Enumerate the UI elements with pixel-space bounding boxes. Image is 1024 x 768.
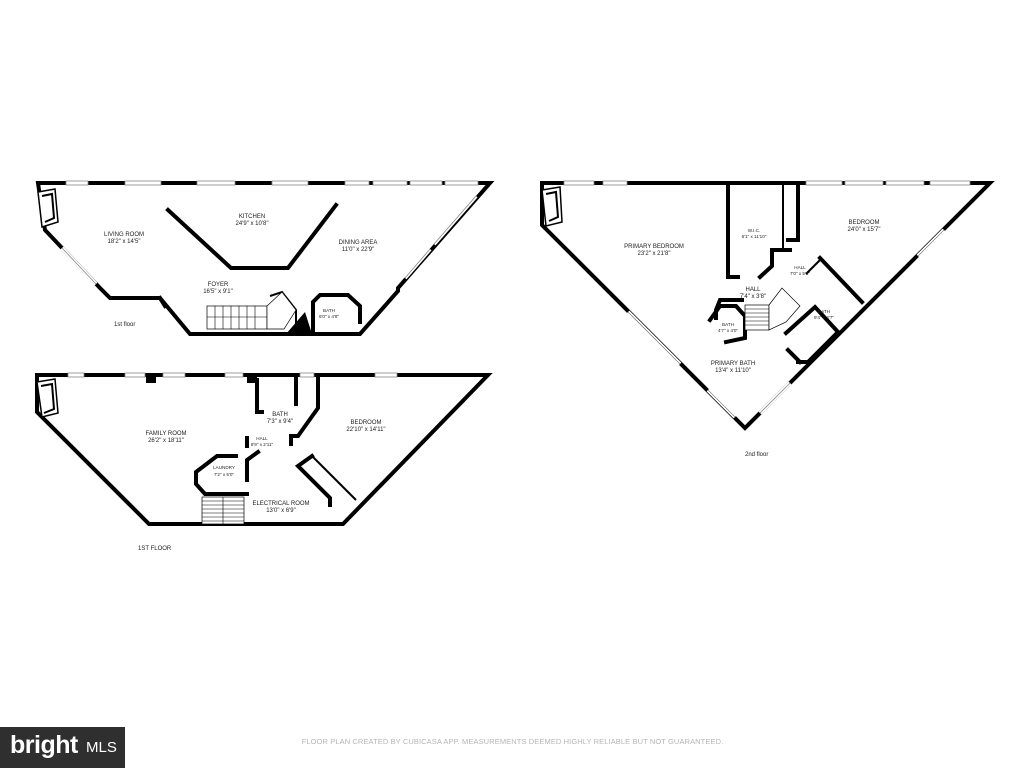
bath-wall xyxy=(785,347,803,365)
electrical-wall xyxy=(294,453,332,507)
room-name: DINING AREA xyxy=(339,240,378,246)
column-fill xyxy=(146,375,156,383)
bright-mls-logo: bright MLS xyxy=(0,727,125,768)
fireplace-inner xyxy=(545,190,560,222)
room-dims: 8'9" x 2'11" xyxy=(251,442,274,447)
kitchen-wall xyxy=(165,202,339,270)
bath-wall xyxy=(311,293,362,336)
bedroom-wall xyxy=(817,255,865,305)
wic-wall xyxy=(726,181,740,279)
floor-label: 2nd floor xyxy=(745,452,768,458)
room-dims: 7'3" x 9'4" xyxy=(267,419,293,425)
closet-fill xyxy=(286,312,312,334)
column-fill xyxy=(247,375,257,383)
stair-treads xyxy=(207,306,267,329)
room-dims: 7'2" x 5'0" xyxy=(214,472,234,477)
room-dims: 7'4" x 3'8" xyxy=(740,294,766,300)
room-name: W.I.C. xyxy=(748,228,761,233)
stair-treads xyxy=(745,308,769,326)
windows xyxy=(60,180,479,286)
plan-top-left: LIVING ROOM 18'2" x 14'5" KITCHEN 24'9" … xyxy=(35,180,495,336)
room-name: BATH xyxy=(818,309,830,314)
windows xyxy=(67,372,398,378)
room-dims: 6'0" x 4'8" xyxy=(319,314,339,319)
room-dims: 18'2" x 14'5" xyxy=(108,239,141,245)
room-dims: 11'0" x 22'9" xyxy=(342,247,374,253)
room-name: HALL xyxy=(256,436,268,441)
door-frame xyxy=(805,259,821,275)
door-frame xyxy=(311,455,357,501)
room-dims: 13'0" x 6'9" xyxy=(266,508,296,514)
room-dims: 26'2" x 18'11" xyxy=(148,438,184,444)
room-dims: 23'2" x 21'8" xyxy=(638,251,671,257)
room-name: BEDROOM xyxy=(848,220,879,226)
wic-wall xyxy=(757,248,792,280)
stair-treads xyxy=(202,497,244,524)
bath-wall xyxy=(289,376,320,446)
logo-text: bright xyxy=(10,731,78,759)
floor-label: 1st floor xyxy=(114,322,135,328)
room-dims: 9'4" x 4'7" xyxy=(814,315,834,320)
room-name: HALL xyxy=(794,265,806,270)
plan-right: PRIMARY BEDROOM 23'2" x 21'8" W.I.C. 6'1… xyxy=(540,180,995,458)
outer-wall xyxy=(35,373,493,526)
room-name: FOYER xyxy=(208,282,229,288)
room-name: HALL xyxy=(745,287,761,293)
bedroom-wall xyxy=(786,181,800,242)
room-name: BATH xyxy=(722,322,734,327)
foyer-wall xyxy=(157,295,168,309)
room-name: BATH xyxy=(272,412,288,418)
room-dims: 13'4" x 11'10" xyxy=(715,368,751,374)
room-name: FAMILY ROOM xyxy=(145,431,186,437)
bath-wall xyxy=(255,378,264,414)
windows xyxy=(563,180,971,419)
floor-label: 1ST FLOOR xyxy=(138,546,172,552)
laundry-wall xyxy=(245,449,261,482)
room-dims: 16'5" x 9'1" xyxy=(203,289,233,295)
room-name: BEDROOM xyxy=(350,420,381,426)
room-name: LAUNDRY xyxy=(213,465,235,470)
laundry-wall xyxy=(194,454,249,496)
room-dims: 4'7" x 4'0" xyxy=(718,328,738,333)
room-dims: 24'0" x 15'7" xyxy=(848,227,881,233)
plan-bottom-left: FAMILY ROOM 26'2" x 18'11" BATH 7'3" x 9… xyxy=(35,372,493,552)
fireplace-inner xyxy=(40,382,56,414)
room-dims: 7'0" x 5'3" xyxy=(790,271,810,276)
room-name: PRIMARY BEDROOM xyxy=(624,244,684,250)
room-dims: 24'9" x 10'8" xyxy=(236,221,269,227)
room-name: BATH xyxy=(323,308,335,313)
staircase xyxy=(206,305,268,330)
room-dims: 6'1" x 11'10" xyxy=(742,234,767,239)
room-name: ELECTRICAL ROOM xyxy=(252,501,309,507)
bath-wall xyxy=(707,304,747,345)
disclaimer-text: FLOOR PLAN CREATED BY CUBICASA APP. MEAS… xyxy=(301,737,724,746)
fireplace-inner xyxy=(41,192,56,223)
room-name: LIVING ROOM xyxy=(104,232,144,238)
logo-suffix: MLS xyxy=(86,739,117,756)
room-name: PRIMARY BATH xyxy=(711,361,755,367)
bath-wall xyxy=(783,304,841,364)
room-name: KITCHEN xyxy=(239,214,265,220)
room-dims: 22'10" x 14'11" xyxy=(346,427,385,433)
